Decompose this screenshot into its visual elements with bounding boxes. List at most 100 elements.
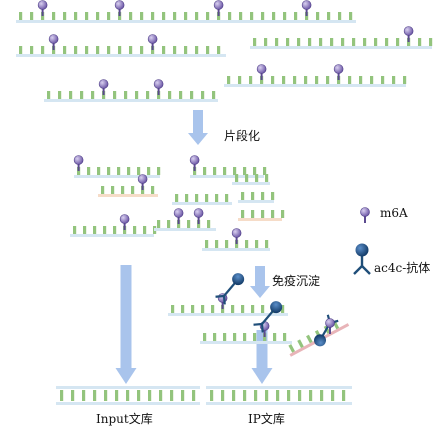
full-rna-2-base: [41, 46, 45, 54]
full-rna-2-base: [96, 46, 100, 54]
ip-frag-2-base: [253, 333, 257, 341]
full-rna-3-backbone: [250, 46, 432, 49]
full-rna-4-base: [113, 91, 117, 99]
frag-1-backbone: [74, 175, 160, 178]
frag-7-base: [271, 210, 275, 218]
full-rna-2-base: [85, 46, 89, 54]
frag-6-base: [261, 192, 265, 200]
full-rna-5-base: [392, 76, 396, 84]
full-rna-1-base: [250, 12, 254, 20]
frag-3-backbone: [190, 175, 264, 178]
ip-library-strand-base: [298, 390, 302, 401]
antibody-1: [215, 273, 245, 305]
legend-m6a-icon: [360, 207, 370, 217]
input-library-strand-top: [56, 386, 200, 389]
input-library-strand-base: [170, 390, 174, 401]
full-rna-1-m6a-3: [301, 0, 312, 10]
frag-7-base: [281, 210, 285, 218]
full-rna-2-base: [206, 46, 210, 54]
frag-10-backbone: [202, 248, 270, 251]
input-library-strand-base: [181, 390, 185, 401]
full-rna-3-m6a-0: [403, 26, 414, 36]
full-rna-1-base: [228, 12, 232, 20]
frag-5-backbone: [172, 202, 232, 205]
full-rna-1-base: [316, 12, 320, 20]
full-rna-3-base: [275, 38, 279, 46]
ip-frag-3-base: [288, 344, 295, 353]
antibody-2-head: [270, 301, 283, 314]
full-rna-2-base: [140, 46, 144, 54]
frag-7-base: [241, 210, 245, 218]
frag-2-base: [121, 186, 125, 194]
ip-library-strand-base: [243, 390, 247, 401]
frag-1-base: [117, 167, 121, 175]
full-rna-3-base: [253, 38, 257, 46]
ip-library-strand-base: [232, 390, 236, 401]
full-rna-2-base: [173, 46, 177, 54]
ip-frag-3-base: [297, 339, 304, 348]
frag-4-base: [265, 174, 269, 182]
frag-6-base: [251, 192, 255, 200]
frag-10-base: [215, 240, 219, 248]
input-library-strand-base: [71, 390, 75, 401]
frag-3-base: [203, 167, 207, 175]
ip-library-strand-base: [342, 390, 346, 401]
full-rna-2-base: [63, 46, 67, 54]
full-rna-2-base: [74, 46, 78, 54]
full-rna-3-base: [308, 38, 312, 46]
full-rna-3-base: [396, 38, 400, 46]
frag-3-base: [263, 167, 267, 175]
input-library-strand-base: [148, 390, 152, 401]
full-rna-2-base: [30, 46, 34, 54]
full-rna-1-base: [195, 12, 199, 20]
ip-frag-3-base: [306, 334, 313, 344]
ip-frag-1-base: [251, 305, 255, 313]
full-rna-1-base: [129, 12, 133, 20]
frag-9-base: [207, 220, 211, 228]
frag-1-base: [157, 167, 161, 175]
legend-antibody-arm-l: [353, 265, 363, 275]
frag-1-base: [147, 167, 151, 175]
full-rna-4-base: [168, 91, 172, 99]
full-rna-5-base: [359, 76, 363, 84]
frag-9-base: [187, 220, 191, 228]
ip-arrow-1: [250, 266, 270, 298]
full-rna-1-base: [206, 12, 210, 20]
input-arrow: [115, 265, 137, 384]
full-rna-2-m6a-1: [147, 34, 158, 44]
full-rna-1-base: [338, 12, 342, 20]
antibody-2-arm-l: [253, 322, 263, 326]
frag-2-backbone: [98, 194, 158, 197]
full-rna-1-base: [173, 12, 177, 20]
frag-8-base: [103, 226, 107, 234]
full-rna-4-base: [80, 91, 84, 99]
full-rna-3-base: [330, 38, 334, 46]
input-library-strand-bottom: [56, 402, 200, 405]
input-library-strand-base: [137, 390, 141, 401]
frag-2-base: [131, 186, 135, 194]
frag-4-base: [235, 174, 239, 182]
frag-3-base: [243, 167, 247, 175]
ip-frag-2-base: [273, 333, 277, 341]
frag-10-base: [265, 240, 269, 248]
full-rna-1-backbone: [16, 20, 356, 23]
frag-6-base: [241, 192, 245, 200]
ip-frag-1-base: [171, 305, 175, 313]
full-rna-4-base: [201, 91, 205, 99]
full-rna-2-base: [162, 46, 166, 54]
ip-frag-2-base: [243, 333, 247, 341]
frag-1-m6a-0: [73, 155, 84, 165]
full-rna-1-base: [96, 12, 100, 20]
full-rna-4-base: [146, 91, 150, 99]
full-rna-4-base: [124, 91, 128, 99]
antibody-2-arm-r: [260, 323, 264, 333]
frag-3-base: [233, 167, 237, 175]
full-rna-3-base: [286, 38, 290, 46]
full-rna-1-base: [261, 12, 265, 20]
fragmentation-label: 片段化: [224, 129, 261, 143]
full-rna-1-base: [327, 12, 331, 20]
full-rna-1-base: [294, 12, 298, 20]
ip-m6a-3: [325, 318, 335, 328]
antibody-2: [253, 301, 283, 333]
full-rna-5-base: [238, 76, 242, 84]
